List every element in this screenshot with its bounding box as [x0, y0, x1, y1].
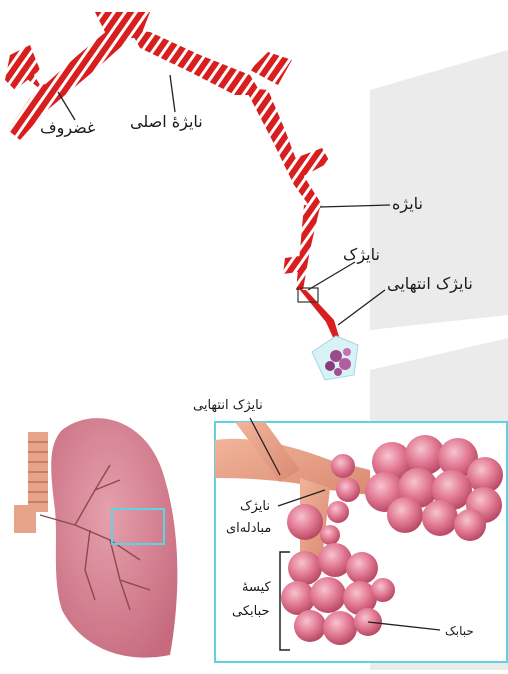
- lung-illustration: [14, 418, 177, 657]
- label-terminal-bronchiole: نایژک انتهایی: [387, 274, 473, 293]
- top-leader-lines: [58, 75, 390, 325]
- label-bronchiole: نایژک: [343, 245, 380, 264]
- label-alveolar-sac-1: کیسهٔ: [242, 580, 271, 595]
- label-terminal-bronchiole-zoom: نایژک انتهایی: [193, 398, 263, 413]
- bronchiole-branch: [283, 256, 300, 274]
- right-main-bronchus: [130, 30, 262, 95]
- bronchiole: [296, 205, 320, 290]
- label-bronchus: نایژه: [392, 194, 423, 213]
- leader-bronchiole: [308, 262, 355, 290]
- label-respiratory-bronchiole-2: مبادله‌ای: [226, 521, 271, 536]
- mini-alveoli-cluster: [312, 336, 358, 380]
- right-upper-branch: [250, 52, 292, 85]
- terminal-bronchiole: [300, 290, 340, 342]
- leader-main-bronchus: [170, 75, 175, 112]
- bronchus: [245, 88, 322, 215]
- label-alveolar-sac-2: حبابکی: [232, 604, 270, 619]
- leader-cartilage: [58, 92, 75, 120]
- bronchial-tree: [5, 12, 358, 380]
- label-cartilage: غضروف: [40, 118, 95, 137]
- label-alveolus: حبابک: [445, 624, 474, 638]
- lung-lobe: [51, 418, 177, 657]
- label-respiratory-bronchiole-1: نایژک: [240, 499, 270, 514]
- label-main-bronchus: نایژهٔ اصلی: [130, 112, 203, 131]
